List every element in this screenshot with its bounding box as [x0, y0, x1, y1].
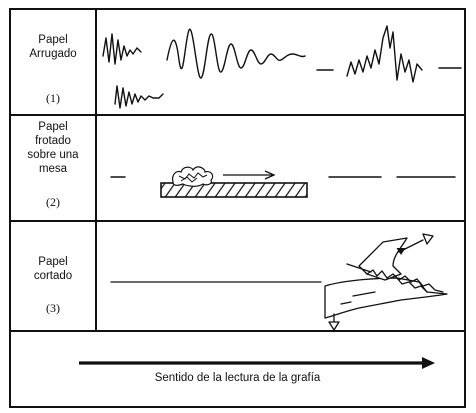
row-label-cell: Papel cortado (3): [11, 222, 97, 330]
row-label-line: cortado: [33, 270, 73, 282]
row-label-line: Papel: [38, 121, 68, 133]
row-rubbed-paper: Papel frotado sobre una mesa (2): [11, 116, 464, 222]
row-number: (1): [46, 91, 60, 105]
crumpled-waveform: [102, 25, 462, 109]
down-arrow-icon: [328, 313, 340, 330]
row-label-line: Papel: [38, 256, 68, 268]
caption: Sentido de la lectura de la grafía: [154, 372, 321, 384]
row-cut-paper: Papel cortado (3): [11, 222, 464, 332]
row-label-cell: Papel frotado sobre una mesa (2): [11, 116, 97, 220]
cutting-illustration: [110, 233, 448, 330]
row-label-cell: Papel Arrugado (1): [11, 10, 97, 114]
row-crumpled-paper: Papel Arrugado (1): [11, 10, 464, 116]
cutting-area: [97, 222, 464, 330]
row-number: (2): [46, 195, 60, 209]
crumpled-paper-icon: [172, 166, 214, 187]
rubbing-area: [97, 116, 464, 220]
reading-direction-section: [11, 332, 464, 406]
table-icon: [160, 182, 308, 198]
row-label-line: mesa: [38, 163, 68, 175]
waveform-area: [97, 10, 464, 114]
figure-frame: Papel Arrugado (1) Papel frotado sobre u…: [9, 8, 466, 408]
row-label-line: sobre una: [27, 149, 79, 161]
row-label-line: frotado: [35, 135, 71, 147]
torn-paper-icon: [324, 237, 448, 319]
reading-direction-arrow-icon: [79, 357, 435, 369]
row-label-line: Papel: [38, 34, 68, 46]
row-label-line: Arrugado: [29, 48, 77, 60]
row-number: (3): [46, 301, 60, 315]
rubbing-illustration: [110, 166, 456, 198]
motion-arrow-icon: [223, 170, 276, 180]
